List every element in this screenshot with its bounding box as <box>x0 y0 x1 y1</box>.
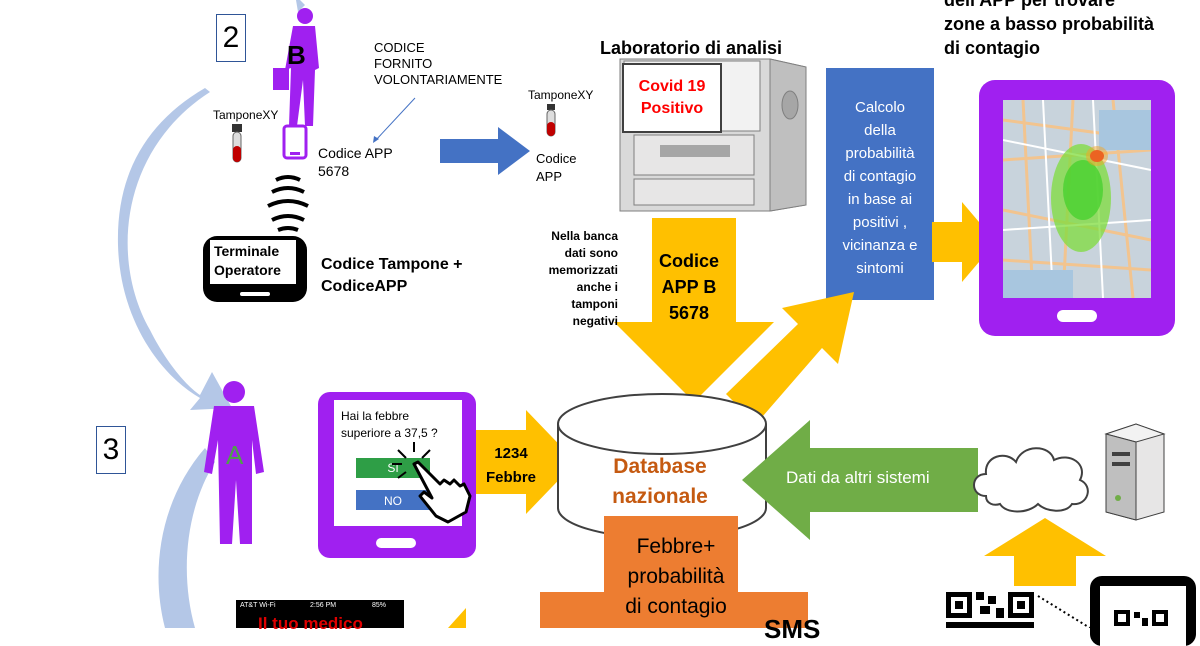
lab-tube-label: TamponeXY <box>528 88 594 102</box>
lab-title: Laboratorio di analisi <box>600 38 783 58</box>
operator-terminal-label: Terminale Operatore <box>214 243 281 278</box>
step-3-number: 3 <box>96 426 126 474</box>
fever-yes-button[interactable] <box>356 458 430 478</box>
yellow-arrow-up-to-cloud <box>984 518 1106 586</box>
calc-probability-box <box>826 68 934 300</box>
wifi-signal-icon <box>267 175 309 232</box>
phone-carrier: AT&T Wi-Fi <box>240 602 276 609</box>
lab-code-label: Codice APP <box>536 151 577 184</box>
calc-probability-text: Calcolo della probabilità di contagio in… <box>842 99 918 277</box>
cloud-icon <box>973 447 1089 513</box>
fever-no-label: NO <box>384 494 402 508</box>
fever-no-button[interactable] <box>356 490 430 510</box>
test-tube-icon <box>232 124 242 163</box>
qr-phone-code <box>1114 610 1168 626</box>
step-2-number: 2 <box>216 14 246 62</box>
smartphone-icon <box>282 124 308 160</box>
terminal-home-bar <box>240 292 270 296</box>
orange-arrow-down <box>540 516 808 628</box>
step2-tube-label: TamponeXY <box>213 108 279 122</box>
db-negative-note: Nella banca dati sono memorizzati anche … <box>548 229 618 328</box>
green-arrow-other-systems <box>742 420 978 540</box>
lab-screen-result: Covid 19 Positivo <box>638 78 706 117</box>
arrow-app-code: Codice APP B 5678 <box>658 251 719 323</box>
map-phone-home-button <box>1057 310 1097 322</box>
orange-arrow-label: Febbre+ probabilità di contagio <box>625 535 727 618</box>
server-icon <box>1104 423 1166 521</box>
sms-label: SMS <box>764 614 821 644</box>
person-a-silhouette <box>204 381 264 544</box>
doctor-text: Il tuo medico <box>258 614 363 633</box>
fever-arrow-label: 1234 Febbre <box>485 445 536 486</box>
database-label: Database nazionale <box>612 455 708 508</box>
person-a-letter: A <box>226 440 244 470</box>
lab-test-tube-icon <box>546 104 556 137</box>
yellow-arrow-calc-to-map <box>932 202 996 282</box>
flow-curve-arrows <box>117 0 305 628</box>
code-note: CODICE FORNITO VOLONTARIAMENTE <box>374 40 503 87</box>
yellow-arrow-bottom <box>448 608 466 628</box>
map-caption: dell'APP per trovare zone a basso probab… <box>944 0 1155 58</box>
fever-question: Hai la febbre superiore a 37,5 ? <box>341 409 438 440</box>
doctor-phone-screen <box>236 600 404 628</box>
qr-link-dots <box>1037 595 1091 628</box>
person-b-letter: B <box>287 40 306 70</box>
phone-time: 2:56 PM <box>310 602 337 609</box>
person-b-silhouette <box>273 8 319 126</box>
terminal-caption: Codice Tampone + CodiceAPP <box>321 256 463 295</box>
operator-terminal-screen <box>210 240 296 284</box>
phone-battery: 85% <box>372 602 387 609</box>
qr-code-icon <box>946 592 1034 628</box>
tap-hand-icon <box>392 442 472 524</box>
other-systems-label: Dati da altri sistemi <box>786 468 930 487</box>
fever-tablet-home-button <box>376 538 416 548</box>
yellow-arrow-app-to-db <box>476 410 576 514</box>
yellow-arrow-db-to-calc <box>726 292 854 424</box>
yellow-arrow-lab-to-db <box>614 218 774 402</box>
fever-yes-label: SI <box>387 461 399 475</box>
national-database-cylinder <box>557 393 767 539</box>
blue-arrow-to-lab <box>440 127 530 175</box>
step2-app-code: Codice APP 5678 <box>318 145 393 179</box>
note-pointer-line <box>373 97 416 143</box>
map-heatmap <box>1003 100 1151 298</box>
lab-screen <box>622 63 722 133</box>
